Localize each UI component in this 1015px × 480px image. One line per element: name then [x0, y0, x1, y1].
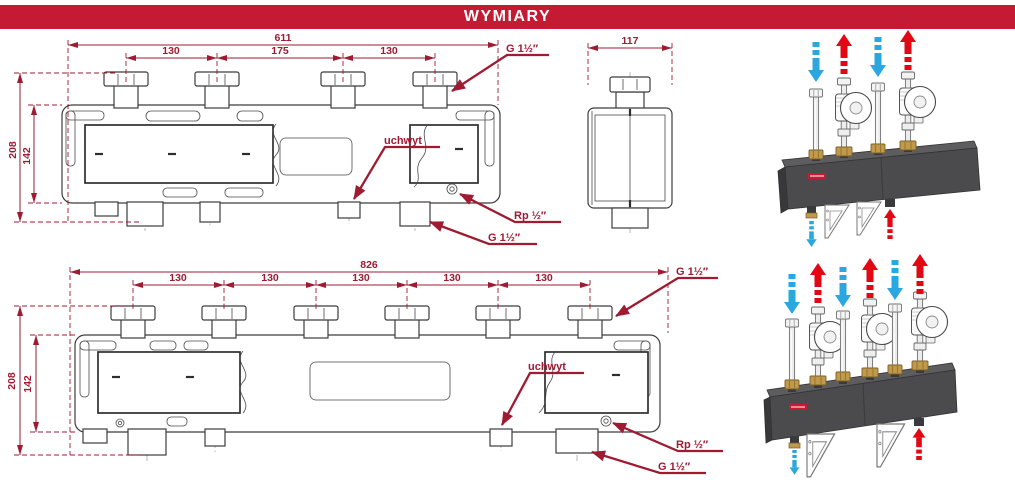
flow-arrow-up-icon [810, 263, 826, 303]
top-front-view-drawing: 611 130 175 130 208 142 G 1½″ uchwyt Rp … [7, 32, 561, 246]
label-side-plug: Rp ½″ [514, 210, 547, 222]
flow-arrow-down-icon [784, 274, 800, 314]
flow-arrow-down-icon [789, 450, 800, 475]
wall-bracket [876, 423, 906, 468]
bottom-front-view-drawing: 826 130 130 130 130 130 208 142 G 1½″ uc… [6, 259, 723, 475]
top-connections [110, 305, 613, 339]
dim-overall-width: 611 [275, 32, 292, 44]
flow-arrow-up-icon [912, 428, 926, 460]
flow-arrow-up-icon [884, 209, 896, 239]
pipe-assembly [870, 82, 886, 154]
flow-arrow-down-icon [808, 42, 824, 82]
pump-assembly [834, 77, 873, 157]
title-bar: WYMIARY [0, 5, 1015, 29]
dim-spacing-right: 130 [380, 45, 398, 57]
wall-bracket [856, 201, 882, 236]
flow-arrow-down-icon [887, 260, 903, 300]
wall-bracket [824, 204, 850, 239]
label-top-connection: G 1½″ [676, 266, 709, 278]
bottom-connections [82, 415, 612, 456]
flow-arrow-down-icon [835, 267, 851, 307]
side-view-drawing: 117 [587, 35, 673, 235]
top-connections [103, 71, 458, 109]
flow-arrow-down-icon [806, 221, 817, 247]
callouts: G 1½″ uchwyt Rp ½″ G 1½″ [353, 43, 561, 246]
label-bracket: uchwyt [384, 135, 422, 147]
bottom-ports [805, 199, 895, 219]
pipe-assembly [808, 88, 824, 160]
label-bottom-connection: G 1½″ [488, 232, 521, 244]
dimensions: 826 130 130 130 130 130 208 142 [6, 259, 669, 456]
side-dimensions: 117 [587, 35, 673, 85]
product-render-short [777, 30, 981, 247]
dim-height-body: 142 [22, 375, 34, 393]
dim-depth: 117 [622, 35, 639, 47]
side-body [587, 76, 673, 229]
label-side-plug: Rp ½″ [676, 439, 709, 451]
dim-spacing-5: 130 [535, 272, 553, 284]
wall-bracket [806, 433, 836, 478]
pump-assembly [910, 291, 949, 371]
bottom-ports [788, 418, 924, 449]
dim-overall-width: 826 [360, 259, 378, 271]
callouts: G 1½″ uchwyt Rp ½″ G 1½″ [500, 266, 723, 475]
label-bracket: uchwyt [528, 361, 566, 373]
brand-label [789, 404, 807, 410]
pipe-assembly [784, 318, 800, 390]
label-top-connection: G 1½″ [506, 43, 539, 55]
dim-height-body: 142 [21, 147, 33, 165]
label-bottom-connection: G 1½″ [658, 461, 691, 473]
dimensions: 611 130 175 130 208 142 [7, 32, 499, 223]
dim-spacing-center: 175 [271, 45, 289, 57]
dim-height-total: 208 [7, 141, 19, 159]
dim-spacing-left: 130 [162, 45, 180, 57]
dim-spacing-3: 130 [352, 272, 370, 284]
inner-body [97, 350, 649, 414]
flow-arrow-up-icon [836, 34, 852, 74]
dim-spacing-2: 130 [261, 272, 279, 284]
manifold-box [763, 362, 958, 444]
flow-arrow-up-icon [900, 30, 916, 70]
page-title: WYMIARY [463, 8, 552, 25]
dim-spacing-4: 130 [443, 272, 461, 284]
flow-arrow-up-icon [862, 258, 878, 298]
brand-label [808, 173, 826, 179]
flow-arrow-down-icon [870, 37, 886, 77]
pump-assembly [898, 71, 937, 151]
flow-arrow-up-icon [912, 254, 928, 294]
product-render-long [763, 254, 958, 478]
bottom-connections [94, 183, 458, 227]
inner-body [84, 123, 479, 188]
dim-spacing-1: 130 [169, 272, 187, 284]
dim-height-total: 208 [6, 372, 18, 390]
